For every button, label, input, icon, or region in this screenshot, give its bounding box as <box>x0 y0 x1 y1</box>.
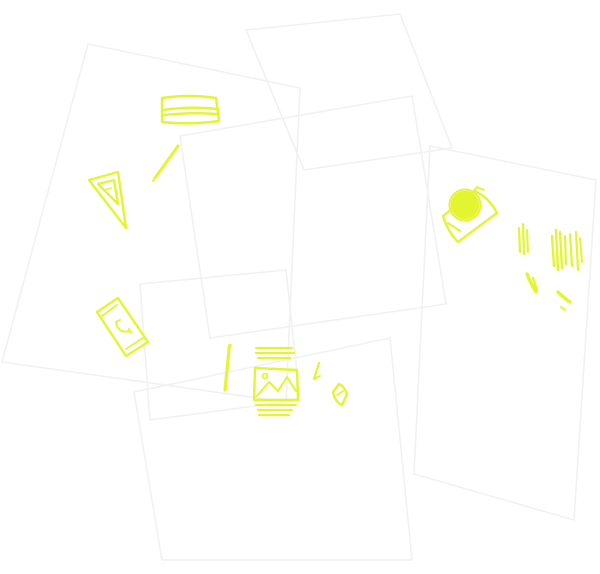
ruler-icon <box>160 94 221 125</box>
pencil-icon <box>152 144 180 182</box>
pencil-small-icon <box>223 343 232 392</box>
sheet-middle <box>179 95 447 339</box>
background-sheets <box>1 13 597 561</box>
camera-icon <box>441 186 499 244</box>
triangle-ruler-icon <box>87 170 128 230</box>
phone-icon <box>95 296 150 358</box>
spark-icon <box>312 361 321 381</box>
sheet-right <box>413 145 597 521</box>
scribble-icon <box>517 222 583 311</box>
image-document-icon <box>252 346 300 417</box>
sheet-bottom <box>133 337 413 561</box>
eraser-icon <box>331 382 349 407</box>
sheet-top <box>245 13 453 171</box>
doodles <box>87 94 583 417</box>
sheet-lower-left <box>139 269 301 421</box>
